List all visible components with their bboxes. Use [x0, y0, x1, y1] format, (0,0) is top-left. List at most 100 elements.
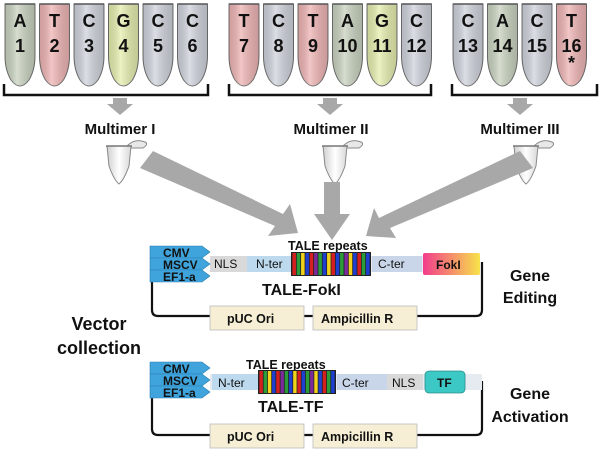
- tube-base-label: C: [152, 11, 165, 31]
- tube-number-label: 1: [15, 36, 25, 56]
- tale-repeat-unit: [361, 253, 366, 275]
- down-arrow: [107, 98, 133, 115]
- c-terminal-domain: [337, 374, 387, 390]
- tube-shading: [522, 4, 552, 86]
- tube-base-label: C: [410, 11, 423, 31]
- tube-base-label: T: [566, 11, 577, 31]
- pcr-tube: C3: [73, 3, 105, 87]
- ampicillin-box: [312, 423, 418, 449]
- tube-number-label: 11: [372, 36, 391, 56]
- nls-label: NLS: [214, 257, 237, 271]
- tube-shading: [487, 4, 518, 86]
- tale-repeat-unit: [331, 253, 335, 275]
- tale-repeats-label: TALE repeats: [246, 358, 326, 372]
- promoter-label: CMV: [163, 246, 190, 260]
- tube-base-label: A: [496, 11, 509, 31]
- tube-base-label: C: [186, 11, 199, 31]
- n-terminal-domain: [212, 374, 258, 390]
- arrow-from-multimer-2: [314, 182, 350, 240]
- promoter-label: MSCV: [163, 258, 198, 272]
- n-ter-label: N-ter: [218, 376, 245, 390]
- tube-shading: [74, 4, 104, 86]
- c-ter-label: C-ter: [342, 376, 369, 390]
- fokI-label: FokI: [436, 258, 461, 272]
- tale-repeat-unit: [331, 371, 335, 393]
- pcr-tube: T7: [228, 3, 260, 87]
- tale-repeat-unit: [272, 371, 276, 393]
- tale-repeat-unit: [293, 371, 297, 393]
- tube-shading: [177, 4, 208, 86]
- puc-ori-box: [209, 423, 305, 449]
- tale-repeats-label: TALE repeats: [288, 239, 368, 253]
- promoter-arrow: [149, 269, 211, 283]
- tale-repeat-unit: [353, 253, 357, 275]
- arrow-from-multimer-1: [140, 151, 298, 236]
- down-arrow: [507, 98, 533, 115]
- promoter-arrow: [149, 257, 211, 271]
- tube-base-label: C: [272, 11, 285, 31]
- tale-repeat-unit: [276, 371, 280, 393]
- construct-name: TALE-FokI: [262, 282, 341, 299]
- tale-repeat-unit: [366, 253, 370, 275]
- tube-shading: [143, 4, 173, 86]
- tube-number-label: 15: [527, 36, 547, 56]
- puc-ori-box: [209, 305, 305, 331]
- promoter-label: EF1-a: [163, 386, 196, 400]
- vector-collection-line1: Vector: [71, 314, 126, 334]
- tube-base-label: T: [49, 11, 60, 31]
- tube-base-label: A: [14, 11, 27, 31]
- group-bracket: [227, 84, 433, 97]
- tube-base-label: G: [116, 11, 130, 31]
- microfuge-tube: [106, 140, 148, 185]
- group-bracket: [450, 84, 599, 97]
- fokI-domain: [423, 253, 480, 275]
- pcr-tube: A10: [332, 3, 363, 87]
- group-bracket: [2, 84, 210, 97]
- promoter-label: EF1-a: [163, 270, 196, 284]
- tube-shading: [5, 4, 35, 86]
- tube-base-label: G: [375, 11, 389, 31]
- pcr-tube: C 15: [521, 3, 553, 87]
- tube-number-label: 3: [84, 36, 94, 56]
- tube-shading: [556, 4, 587, 86]
- tube-base-label: A: [341, 11, 354, 31]
- tale-repeat-array: [291, 252, 371, 276]
- nls-label: NLS: [392, 376, 415, 390]
- tube-number-label: 12: [406, 36, 426, 56]
- n-ter-label: N-ter: [256, 257, 283, 271]
- pcr-tube: T2: [39, 3, 70, 87]
- tube-shading: [229, 4, 259, 86]
- application-line2: Activation: [491, 409, 568, 426]
- tube-number-label: 9: [308, 36, 318, 56]
- tube-shading: [108, 4, 139, 86]
- tube-shading: [39, 4, 70, 86]
- construct-name: TALE-TF: [258, 399, 324, 416]
- tale-repeat-unit: [318, 253, 322, 275]
- tale-repeat-unit: [344, 253, 348, 275]
- tube-base-label: T: [308, 11, 319, 31]
- application-line1: Gene: [510, 386, 550, 403]
- promoter-arrow: [149, 385, 211, 399]
- tale-repeat-unit: [314, 371, 318, 393]
- tube-shading: [453, 4, 483, 86]
- tube-base-label: C: [531, 11, 544, 31]
- ampicillin-label: Ampicillin R: [321, 312, 393, 326]
- tale-repeat-unit: [301, 371, 306, 393]
- tale-repeat-unit: [263, 371, 268, 393]
- tube-star-mark: *: [568, 53, 575, 73]
- tube-base-label: C: [462, 11, 475, 31]
- tale-repeat-unit: [309, 253, 314, 275]
- tube-shading: [401, 4, 432, 86]
- tube-body: [106, 145, 132, 185]
- tube-number-label: 4: [118, 36, 128, 56]
- c-terminal-domain: [372, 256, 422, 272]
- tube-shading: [298, 4, 328, 86]
- promoter-label: MSCV: [163, 374, 198, 388]
- pooling-arrows: [107, 98, 533, 115]
- tube-number-label: 13: [458, 36, 478, 56]
- promoter-arrow: [149, 245, 211, 259]
- multimer-3-label: Multimer III: [480, 121, 559, 138]
- promoter-arrow: [149, 373, 211, 387]
